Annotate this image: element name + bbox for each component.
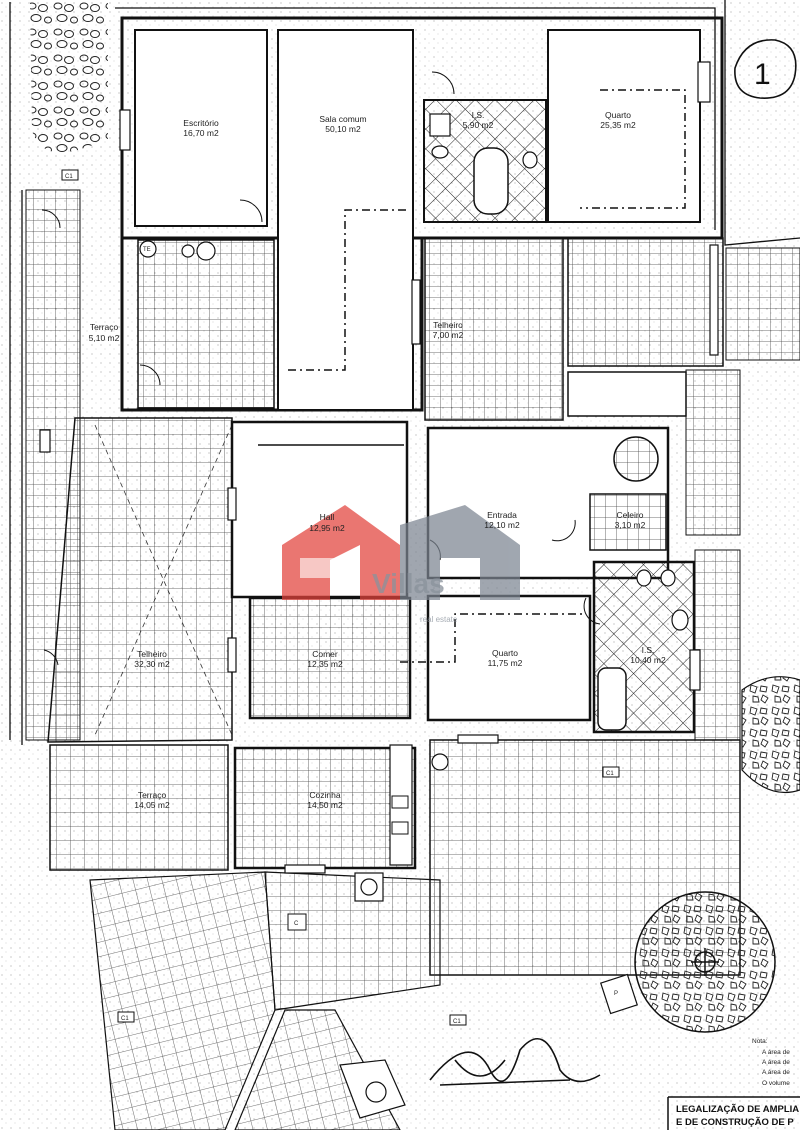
right-walkway-bottom [694,549,741,741]
courtyard-right [567,371,687,417]
title-line-2: E DE CONSTRUÇÃO DE P [676,1117,794,1128]
well-icon [694,951,716,973]
label-entrada-area: 12,10 m2 [484,520,520,530]
bbq-icon [365,1081,387,1103]
label-cozinha-name: Cozinha [309,790,340,800]
sheet-number: 1 [754,58,771,91]
label-telheiro-top-area: 7,00 m2 [433,330,464,340]
room-comer [248,596,412,720]
room-telheiro-big [47,417,233,743]
room-labels: Escritório 16,70 m2 Sala comum 50,10 m2 … [89,110,666,810]
room-terraco-bottom [49,744,229,871]
label-comer-name: Comer [312,649,338,659]
label-terraco-bottom-area: 14,05 m2 [134,800,170,810]
chimney-box [354,872,384,902]
chimney-icon [360,878,378,896]
label-telheiro-top-name: Telheiro [433,320,463,330]
title-line-1: LEGALIZAÇÃO DE AMPLIA [676,1104,799,1115]
tag-c1-2: C1 [606,771,614,777]
label-comer-area: 12,35 m2 [307,659,343,669]
label-is-mid-name: I.S. [642,645,655,655]
notes-line-3: A área de [762,1069,790,1076]
tag-c1-4: C1 [453,1019,461,1025]
room-celeiro [589,493,667,551]
label-sala-name: Sala comum [319,114,366,124]
drain-icon [431,753,449,771]
label-hall-name: Hall [320,512,335,522]
room-is-mid [592,560,696,734]
label-cozinha-area: 14,50 m2 [307,800,343,810]
label-entrada-name: Entrada [487,510,517,520]
pump-box [599,973,639,1015]
covered-area-right [567,237,724,367]
label-escritorio-area: 16,70 m2 [183,128,219,138]
label-quarto-top-area: 25,35 m2 [600,120,636,130]
label-telheiro-big-area: 32,30 m2 [134,659,170,669]
room-quarto-mid [400,594,592,722]
label-escritorio-name: Escritório [183,118,219,128]
room-cozinha [233,744,417,870]
tag-p: P [614,991,618,997]
signature [429,1038,601,1086]
notes-line-4: O volume [762,1080,790,1087]
label-celeiro-name: Celeiro [617,510,644,520]
tag-c1-3: C1 [121,1016,129,1022]
room-sala-comum [277,29,414,411]
notes-line-1: A área de [762,1049,790,1056]
site-boundary [9,0,800,745]
windows [39,61,719,874]
tag-markers [61,169,620,1026]
notes-line-2: A área de [762,1059,790,1066]
bbq-box [339,1059,406,1119]
stone-feature-right [741,676,800,794]
label-quarto-mid-name: Quarto [492,648,518,658]
watermark-sub: real estate [420,615,458,624]
label-terraco-left-name: Terraço [90,322,119,332]
label-celeiro-area: 3,10 m2 [615,520,646,530]
room-terraco-left-tiles [137,239,275,409]
label-is-top-area: 5,90 m2 [463,120,494,130]
right-walkway-mid [685,369,741,536]
telheiro-cross [94,424,233,736]
label-telheiro-big-name: Telheiro [137,649,167,659]
gravel-area-top-left [30,2,108,153]
tag-te: TE [143,247,151,253]
label-terraco-left-area: 5,10 m2 [89,333,120,343]
label-terraco-bottom-name: Terraço [138,790,167,800]
right-walkway-top [725,247,800,361]
label-hall-area: 12,95 m2 [309,523,345,533]
tag-c1-1: C1 [65,174,73,180]
title-block-frame [667,1096,800,1130]
room-is-top [423,99,547,223]
paving-lower-mid [264,871,441,1011]
notes-label: Nota: [752,1038,768,1045]
room-escritorio [134,29,268,227]
label-quarto-mid-area: 11,75 m2 [488,658,523,668]
water-heater [139,240,216,261]
tag-c: C [294,921,299,927]
label-quarto-top-name: Quarto [605,110,631,120]
label-is-top-name: I.S. [472,110,485,120]
room-telheiro-top [424,237,564,421]
watermark-logo [282,505,520,600]
room-quarto-top [547,29,701,223]
label-sala-area: 50,10 m2 [325,124,361,134]
sheet-number-circle [734,39,797,99]
paving-lower-left [89,871,276,1130]
label-is-mid-area: 10,40 m2 [630,655,666,665]
watermark-brand: Villas [372,568,445,599]
